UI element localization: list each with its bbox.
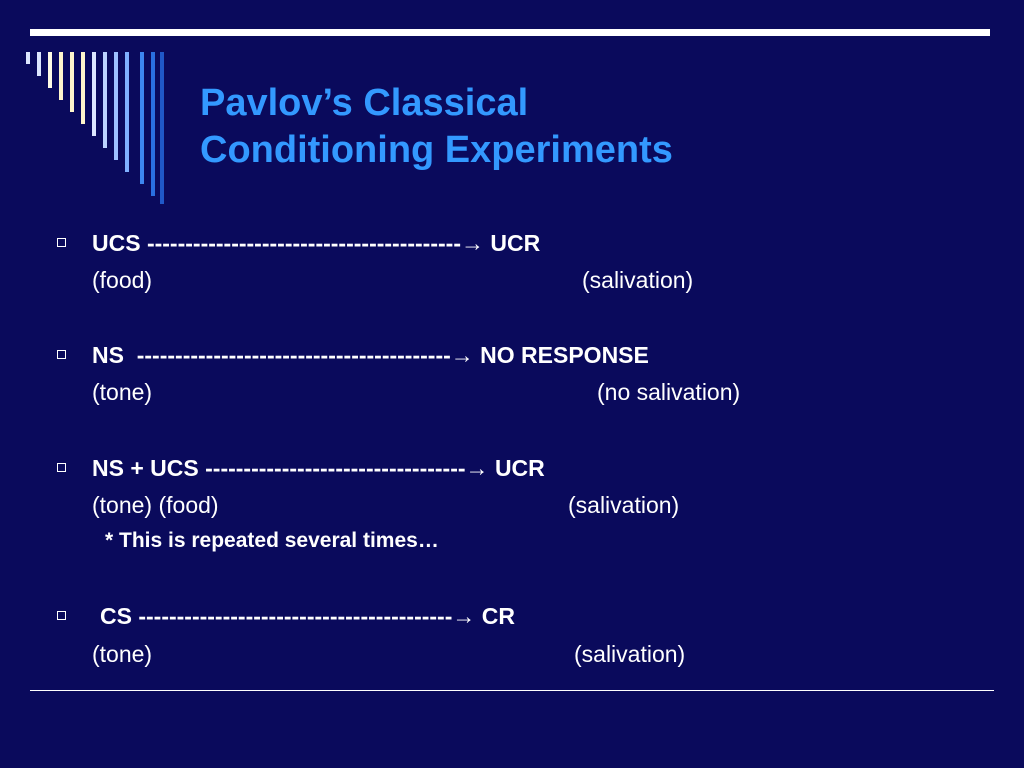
response-label: (salivation) — [568, 492, 680, 518]
stimulus: NS + UCS — [92, 455, 199, 481]
conditioning-row: CS -------------------------------------… — [100, 602, 515, 630]
arrow-right-icon: → — [450, 342, 474, 368]
decor-bar — [114, 52, 118, 160]
decor-bar — [70, 52, 74, 112]
bullet-icon — [57, 238, 66, 247]
response-label: (salivation) — [582, 267, 694, 293]
arrow-right-icon: → — [460, 230, 484, 256]
bullet-icon — [57, 350, 66, 359]
response-label: (salivation) — [574, 641, 686, 667]
response: NO RESPONSE — [480, 342, 649, 368]
slide-title: Pavlov’s Classical Conditioning Experime… — [200, 80, 673, 174]
stimulus: CS — [100, 603, 132, 629]
decor-bar — [140, 52, 144, 184]
top-rule — [30, 29, 990, 36]
conditioning-row: NS -------------------------------------… — [92, 341, 649, 369]
decor-bar — [81, 52, 85, 124]
stimulus-label: (tone) — [92, 641, 153, 667]
title-line-2: Conditioning Experiments — [200, 129, 673, 171]
response: CR — [481, 603, 515, 629]
dashes: ----------------------------------------… — [138, 603, 453, 629]
stimulus: NS — [92, 342, 124, 368]
bottom-rule — [30, 690, 994, 691]
decor-bar — [26, 52, 30, 64]
decor-bar — [160, 52, 164, 204]
stimulus-label: (tone) — [92, 379, 153, 405]
decor-bar — [92, 52, 96, 136]
decor-bar — [103, 52, 107, 148]
stimulus: UCS — [92, 230, 141, 256]
conditioning-row: UCS ------------------------------------… — [92, 229, 540, 257]
repetition-note: * This is repeated several times… — [105, 529, 439, 552]
decor-bar — [48, 52, 52, 88]
arrow-right-icon: → — [452, 603, 476, 629]
response: UCR — [490, 230, 541, 256]
stimulus-label: (tone) (food) — [92, 492, 219, 518]
bullet-icon — [57, 463, 66, 472]
bullet-icon — [57, 611, 66, 620]
response: UCR — [494, 455, 545, 481]
decor-bar — [59, 52, 63, 100]
response-label: (no salivation) — [597, 379, 741, 405]
decorative-bars — [0, 0, 200, 210]
dashes: ---------------------------------- — [205, 455, 466, 481]
decor-bar — [37, 52, 41, 76]
title-line-1: Pavlov’s Classical — [200, 82, 529, 124]
dashes: ----------------------------------------… — [136, 342, 451, 368]
conditioning-row: NS + UCS -------------------------------… — [92, 454, 545, 482]
decor-bar — [151, 52, 155, 196]
stimulus-label: (food) — [92, 267, 153, 293]
decor-bar — [125, 52, 129, 172]
dashes: ----------------------------------------… — [146, 230, 461, 256]
arrow-right-icon: → — [465, 455, 489, 481]
